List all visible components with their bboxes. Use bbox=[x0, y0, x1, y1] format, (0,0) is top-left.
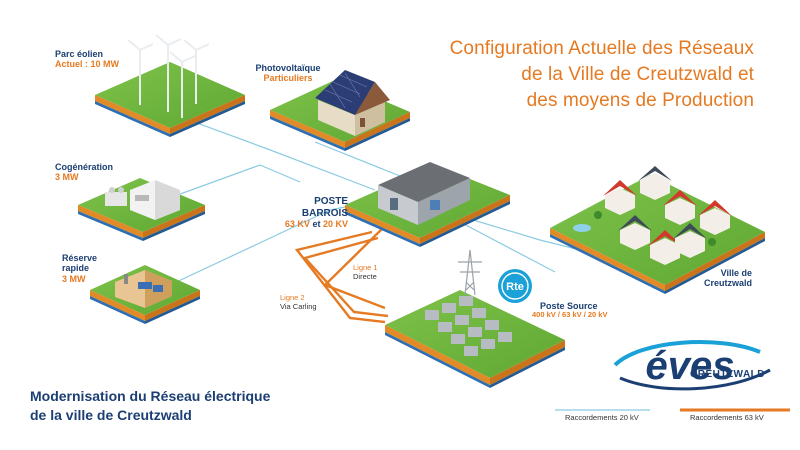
ville-tile bbox=[550, 166, 765, 294]
rte-badge: Rte bbox=[498, 269, 532, 303]
photovoltaique-value: Particuliers bbox=[263, 73, 313, 84]
rte-badge-text: Rte bbox=[506, 281, 524, 293]
poste-barrois-name-2: BARROIS bbox=[301, 207, 348, 219]
eolien-label: Parc éolien Actuel : 10 MW bbox=[55, 49, 119, 70]
reserve-name-1: Réserve bbox=[62, 253, 98, 263]
cogeneration-value: 3 MW bbox=[55, 172, 79, 183]
title-line-2: de la Ville de Creutzwald et bbox=[521, 63, 754, 85]
town-houses-icon bbox=[573, 166, 732, 265]
poste-barrois-tile bbox=[345, 162, 510, 247]
cogeneration-tile bbox=[78, 178, 205, 241]
eolien-tile bbox=[95, 34, 245, 137]
pylon-icon bbox=[458, 249, 482, 296]
house-solar-icon bbox=[315, 70, 390, 136]
subtitle-line-2: de la ville de Creutzwald bbox=[30, 406, 192, 423]
legend-63kv: Raccordements 63 kV bbox=[690, 413, 764, 422]
poste-source-value: 400 kV / 63 kV / 20 kV bbox=[532, 310, 608, 320]
reserve-name-2: rapide bbox=[62, 263, 90, 274]
diagram-subtitle: Modernisation du Réseau électrique de la… bbox=[30, 387, 270, 425]
poste-source-tile bbox=[385, 249, 565, 388]
reserve-plant-icon bbox=[115, 270, 172, 308]
substation-building-icon bbox=[378, 162, 470, 225]
poste-barrois-et: et bbox=[312, 219, 321, 229]
poste-barrois-name-1: POSTE bbox=[314, 196, 348, 207]
poste-barrois-label: POSTE BARROIS 63 KV et 20 KV bbox=[268, 196, 348, 229]
ligne-1-desc: Directe bbox=[353, 272, 377, 282]
connections-20kv bbox=[139, 101, 650, 411]
photovoltaique-label: Photovoltaïque Particuliers bbox=[248, 63, 328, 84]
ligne-2-name: Ligne 2 bbox=[280, 293, 305, 302]
reserve-label: Réserve rapide 3 MW bbox=[62, 253, 97, 284]
ligne-1-label: Ligne 1 Directe bbox=[353, 263, 378, 282]
ligne-2-desc: Via Carling bbox=[280, 302, 317, 312]
cogeneration-label: Cogénération 3 MW bbox=[55, 162, 113, 183]
reserve-tile bbox=[90, 265, 200, 324]
ville-name-1: Ville de bbox=[720, 268, 752, 278]
cogeneration-name: Cogénération bbox=[55, 162, 114, 172]
poste-barrois-63kv: 63 KV bbox=[284, 219, 310, 229]
transformers-icon bbox=[425, 296, 512, 356]
title-line-1: Configuration Actuelle des Réseaux bbox=[449, 38, 754, 59]
poste-source-label: Poste Source 400 kV / 63 kV / 20 kV bbox=[532, 301, 607, 320]
ligne-2-label: Ligne 2 Via Carling bbox=[280, 293, 317, 312]
ville-label: Ville de Creutzwald bbox=[680, 268, 752, 289]
diagram-title: Configuration Actuelle des Réseaux de la… bbox=[450, 36, 754, 113]
eves-logo-subtitle: CREUTZWALD bbox=[690, 369, 765, 380]
poste-source-name: Poste Source bbox=[540, 301, 598, 311]
subtitle-line-1: Modernisation du Réseau électrique bbox=[30, 388, 271, 404]
eves-logo-word: éves bbox=[646, 344, 735, 388]
eolien-name: Parc éolien bbox=[55, 49, 104, 59]
eves-logo: éves bbox=[613, 340, 771, 391]
ligne-1-name: Ligne 1 bbox=[353, 263, 378, 272]
ville-name-2: Creutzwald bbox=[703, 278, 752, 289]
photovoltaique-tile bbox=[270, 70, 410, 151]
title-line-3: des moyens de Production bbox=[526, 89, 754, 111]
photovoltaique-name: Photovoltaïque bbox=[255, 63, 321, 73]
eolien-value: Actuel : 10 MW bbox=[55, 59, 120, 70]
poste-barrois-20kv: 20 KV bbox=[322, 219, 348, 229]
connections-63kv bbox=[294, 227, 790, 412]
cogeneration-plant-icon bbox=[105, 180, 180, 220]
legend-20kv: Raccordements 20 kV bbox=[565, 413, 639, 422]
wind-turbine-icon bbox=[127, 34, 210, 118]
reserve-value: 3 MW bbox=[62, 273, 86, 284]
